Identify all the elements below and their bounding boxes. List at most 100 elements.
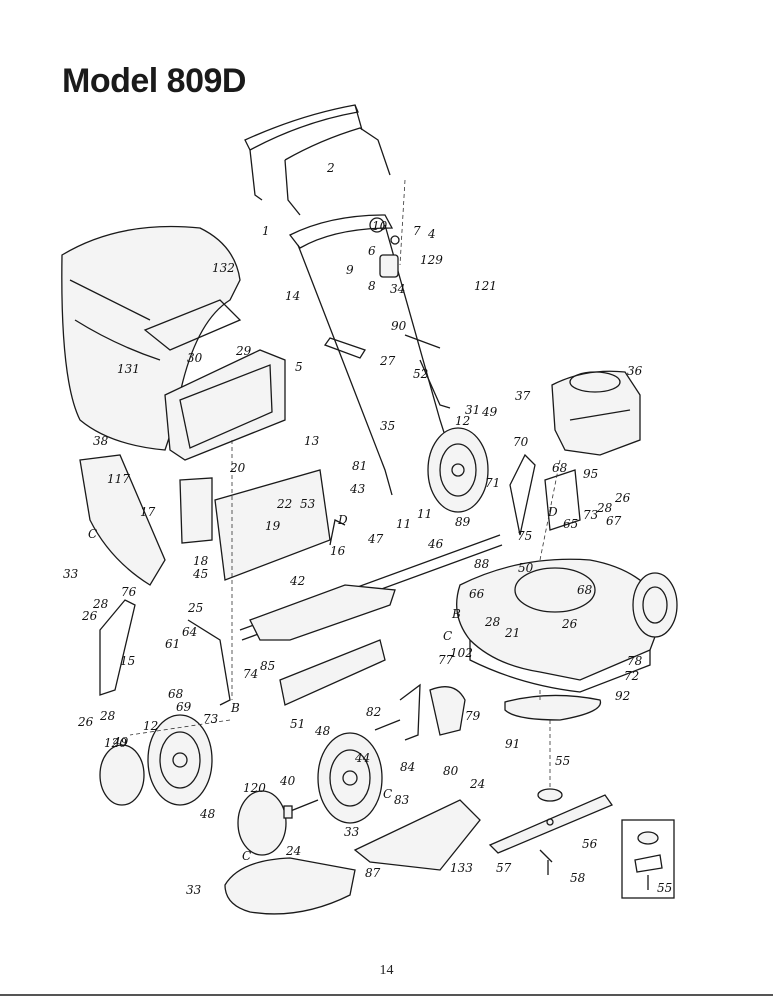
callout-label: 95 [583,467,598,481]
callout-label: 33 [186,883,202,897]
rear-axle [239,519,503,641]
mower-blade [488,794,613,854]
callout-label: 47 [367,532,384,546]
wheel-bolts [283,719,401,819]
callout-label: 9 [346,263,354,277]
callout-label: 132 [212,261,235,275]
callout-label: 36 [627,364,643,378]
callout-label: 28 [99,709,116,723]
callout-label: 82 [366,705,381,719]
callout-label: 68 [552,461,568,475]
callout-label: 74 [243,667,258,681]
callout-label: 45 [192,567,208,581]
callout-label: 2 [326,161,335,175]
callout-label: 73 [203,712,219,726]
engine [551,370,641,456]
callout-label: 55 [657,881,672,895]
callout-label: 26 [77,715,94,729]
callout-label: 48 [199,807,216,821]
callout-label: 121 [474,279,497,293]
callout-label: 102 [450,646,473,660]
callout-label: 89 [455,515,471,529]
callout-label: 81 [352,459,367,473]
callout-label: 43 [349,482,366,496]
hubcap-left [99,744,145,806]
callout-label: 28 [484,615,501,629]
callout-label: 91 [505,737,520,751]
callout-label: 11 [417,507,432,521]
callout-label: 8 [368,279,376,293]
callout-label: 75 [517,529,532,543]
callout-label: 84 [400,760,415,774]
callout-label: 26 [81,609,98,623]
callout-label: 30 [187,351,203,365]
bottom-rule [0,994,773,996]
callout-label: D [337,513,348,527]
callout-label: 88 [474,557,490,571]
callout-label: 12 [143,719,158,733]
callout-label: 13 [304,434,320,448]
callout-label: 131 [117,362,140,376]
callout-label: 48 [314,724,331,738]
callout-label: 68 [577,583,593,597]
page-number: 14 [379,963,394,978]
callout-label: 120 [104,736,127,750]
callout-label: 11 [396,517,411,531]
side-discharge-deflector [353,799,481,871]
callout-label: 76 [121,585,137,599]
callout-label: 10 [372,219,388,233]
blade-adapter [504,694,602,802]
mulcher-plug-assembly [399,683,466,741]
mulching-plate [214,469,331,581]
callout-label: 40 [279,774,296,788]
callout-label: 37 [515,389,531,403]
front-wheel-right [632,572,678,638]
callout-label: 61 [165,637,180,651]
callout-label: 12 [455,414,470,428]
callout-label: 51 [290,717,305,731]
callout-label: B [451,607,461,621]
callout-label: 5 [295,360,303,374]
front-wheel-left [147,714,213,806]
callout-label: 35 [380,419,395,433]
callout-label: 57 [496,861,512,875]
callout-label: 46 [427,537,444,551]
callout-label: C [88,527,97,541]
page-title: Model 809D [62,62,246,100]
upper-handle [284,127,391,216]
callout-label: 78 [627,654,643,668]
callout-label: 92 [615,689,630,703]
callout-label: 33 [344,825,360,839]
callout-label: 67 [606,514,622,528]
callout-label: 69 [176,700,192,714]
rear-baffle [279,639,386,706]
callout-label: 24 [285,844,301,858]
callout-label: 34 [390,282,405,296]
callout-label: 29 [235,344,252,358]
callout-label: C [443,629,452,643]
callout-label: 15 [120,654,135,668]
side-chute [224,857,356,915]
callout-label: 25 [187,601,203,615]
callout-label: 28 [92,597,109,611]
callout-label: 21 [504,626,520,640]
callout-label: 17 [140,505,156,519]
callout-label: 80 [443,764,459,778]
callout-label: 64 [182,625,197,639]
callout-label: 117 [107,472,130,486]
callout-label: 73 [583,508,599,522]
callout-label: 50 [518,561,534,575]
height-adjust-bracket-right [509,453,581,536]
callout-label: 1 [262,224,270,238]
callout-label: 20 [229,461,246,475]
callout-label: 70 [513,435,529,449]
hubcap-lower [237,790,287,856]
callout-label: C [242,849,251,863]
callout-label: 4 [427,227,436,241]
upper-handle-grip [244,104,363,201]
grass-catcher-bag [61,225,241,451]
callout-label: 24 [469,777,485,791]
callout-label: 90 [391,319,407,333]
callout-label: 44 [354,751,370,765]
